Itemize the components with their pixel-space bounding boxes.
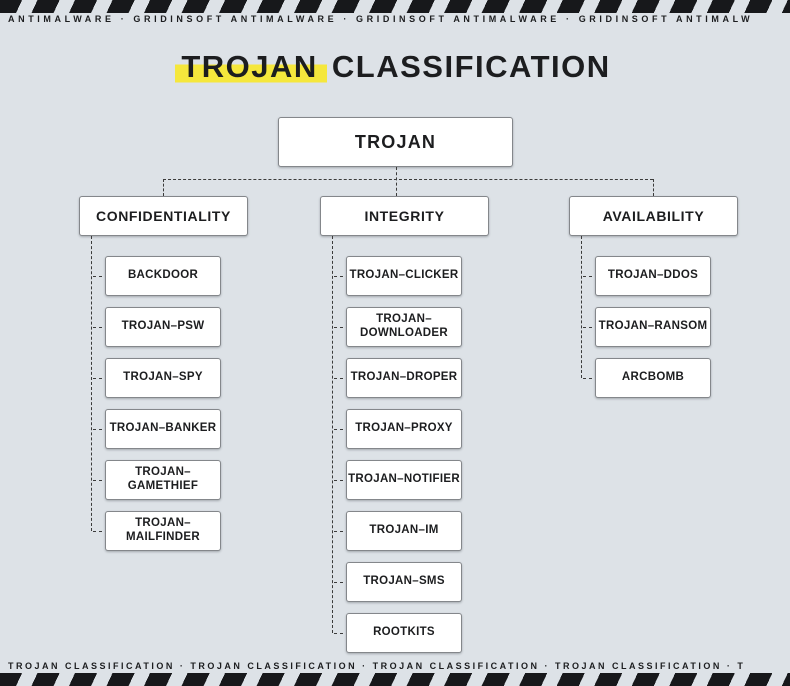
node-confidentiality: CONFIDENTIALITY	[79, 196, 248, 236]
branch-integrity: INTEGRITY TROJAN–CLICKER TROJAN– DOWNLOA…	[320, 196, 489, 653]
page-title-rest: CLASSIFICATION	[321, 49, 611, 84]
branch-confidentiality: CONFIDENTIALITY BACKDOOR TROJAN–PSW TROJ…	[79, 196, 248, 551]
branch-availability: AVAILABILITY TROJAN–DDOS TROJAN–RANSOM A…	[569, 196, 738, 398]
node-trojan-notifier: TROJAN–NOTIFIER	[334, 460, 462, 500]
connector-right-vertical	[653, 179, 654, 196]
connector-left-vertical	[163, 179, 164, 196]
node-trojan-ddos: TROJAN–DDOS	[583, 256, 711, 296]
node-trojan-gamethief: TROJAN– GAMETHIEF	[93, 460, 221, 500]
node-trojan-spy: TROJAN–SPY	[93, 358, 221, 398]
node-trojan-droper: TROJAN–DROPER	[334, 358, 462, 398]
page-title: TROJAN CLASSIFICATION	[0, 49, 790, 85]
bottom-banner-text: TROJAN CLASSIFICATION · TROJAN CLASSIFIC…	[8, 661, 746, 671]
node-trojan-mailfinder: TROJAN– MAILFINDER	[93, 511, 221, 551]
node-trojan-psw: TROJAN–PSW	[93, 307, 221, 347]
page-title-highlight: TROJAN	[175, 49, 327, 84]
hazard-stripe-top	[0, 0, 790, 13]
node-integrity: INTEGRITY	[320, 196, 489, 236]
node-trojan-ransom: TROJAN–RANSOM	[583, 307, 711, 347]
node-backdoor: BACKDOOR	[93, 256, 221, 296]
node-trojan-banker: TROJAN–BANKER	[93, 409, 221, 449]
connector-root-vertical	[396, 167, 397, 196]
top-banner-text: ANTIMALWARE · GRIDINSOFT ANTIMALWARE · G…	[8, 14, 754, 24]
confidentiality-items: BACKDOOR TROJAN–PSW TROJAN–SPY TROJAN–BA…	[93, 256, 221, 551]
node-trojan-downloader: TROJAN– DOWNLOADER	[334, 307, 462, 347]
connector-spine-confidentiality	[91, 236, 92, 531]
node-trojan-clicker: TROJAN–CLICKER	[334, 256, 462, 296]
hazard-stripe-bottom	[0, 673, 790, 686]
node-trojan-im: TROJAN–IM	[334, 511, 462, 551]
availability-items: TROJAN–DDOS TROJAN–RANSOM ARCBOMB	[583, 256, 711, 398]
node-trojan-sms: TROJAN–SMS	[334, 562, 462, 602]
connector-spine-integrity	[332, 236, 333, 633]
connector-horizontal	[163, 179, 653, 180]
node-trojan-proxy: TROJAN–PROXY	[334, 409, 462, 449]
integrity-items: TROJAN–CLICKER TROJAN– DOWNLOADER TROJAN…	[334, 256, 462, 653]
connector-spine-availability	[581, 236, 582, 378]
node-availability: AVAILABILITY	[569, 196, 738, 236]
node-arcbomb: ARCBOMB	[583, 358, 711, 398]
node-trojan-root: TROJAN	[278, 117, 513, 167]
node-rootkits: ROOTKITS	[334, 613, 462, 653]
